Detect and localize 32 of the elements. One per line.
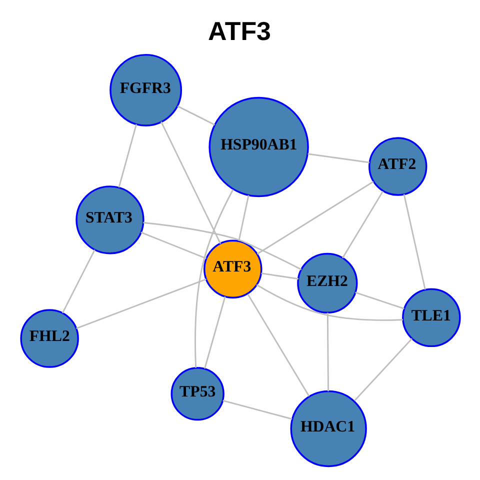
node-circle: EZH2 (296, 252, 358, 313)
node-circle: HDAC1 (290, 390, 366, 467)
connector (246, 293, 310, 396)
connector (256, 284, 402, 320)
node-circle: FGFR3 (109, 53, 182, 126)
node-circle: HSP90AB1 (208, 96, 308, 197)
node-circle: FHL2 (20, 308, 78, 368)
connector (256, 180, 374, 254)
connector (118, 124, 137, 188)
connector (222, 399, 292, 420)
connector (354, 291, 404, 309)
node-circle: TP53 (170, 366, 224, 420)
connector (238, 194, 249, 241)
node-circle: ATF3 (203, 239, 262, 298)
connector (402, 194, 426, 290)
connector (160, 120, 221, 244)
connector (142, 221, 302, 270)
node-circle: TLE1 (402, 288, 460, 347)
connector (204, 296, 226, 368)
connector (326, 312, 328, 391)
connector (341, 190, 384, 258)
connector (194, 188, 234, 368)
connector (76, 278, 206, 329)
connector (176, 105, 215, 125)
connector (61, 249, 95, 313)
node-circle: ATF2 (368, 136, 427, 196)
connector (307, 152, 370, 163)
node-circle: STAT3 (75, 185, 144, 254)
connector (140, 231, 206, 259)
connector (354, 338, 412, 401)
diagram-title: ATF3 (208, 15, 271, 46)
connector (260, 272, 298, 280)
